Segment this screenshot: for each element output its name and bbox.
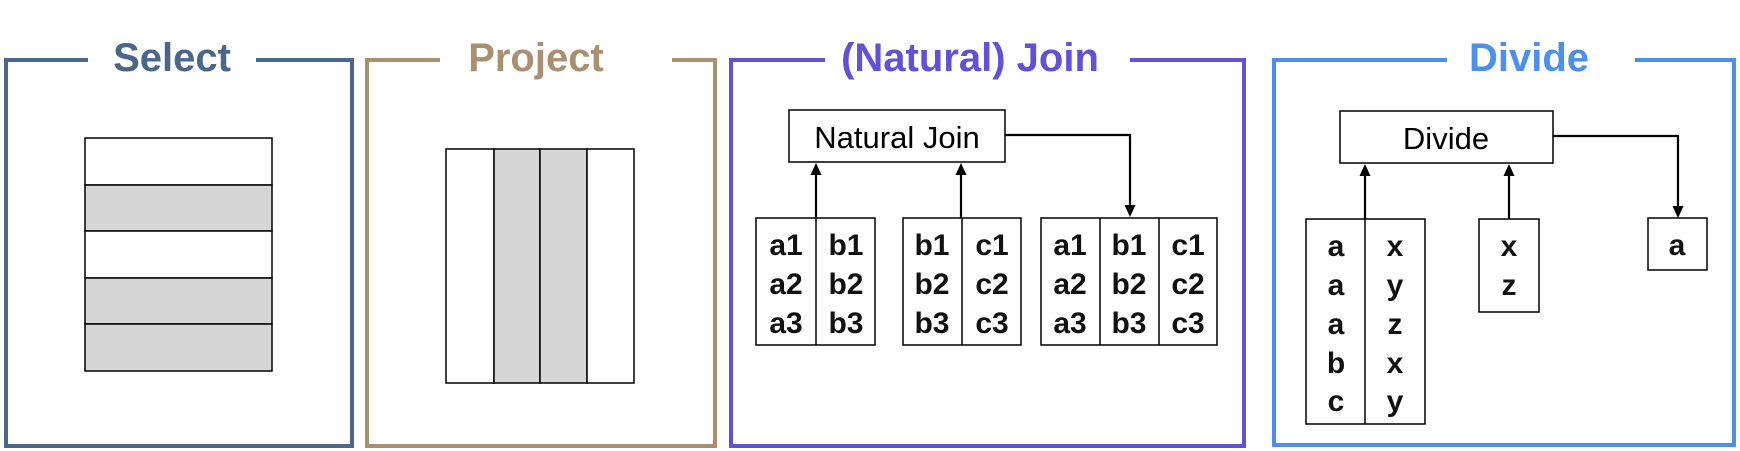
table-cell: x [1387, 230, 1404, 263]
divide-divisor-table: x z [1478, 218, 1540, 313]
table-cell: a3 [1053, 307, 1086, 340]
table-cell: b2 [828, 268, 863, 301]
divide-dividend-table: a a a b c x y z x y [1305, 218, 1426, 425]
table-cell: a3 [769, 307, 802, 340]
project-column-1 [445, 148, 495, 384]
table-cell: z [1388, 308, 1403, 341]
natural-join-operator-label: Natural Join [814, 120, 979, 155]
join-result-table: a1 a2 a3 b1 b2 b3 c1 c2 c3 [1040, 217, 1218, 346]
table-cell: c2 [975, 268, 1008, 301]
select-row-5-selected [84, 323, 273, 372]
table-cell: y [1387, 269, 1404, 302]
table-cell: b1 [1111, 229, 1146, 262]
join-result-col-1: a1 a2 a3 [1053, 229, 1086, 340]
table-cell: b1 [828, 229, 863, 262]
join-input-table-2: b1 b2 b3 c1 c2 c3 [902, 217, 1022, 346]
select-panel: Select [4, 36, 354, 448]
project-column-4 [586, 148, 635, 384]
table-cell: c2 [1171, 268, 1204, 301]
divide-divisor-arrow-head [1503, 164, 1515, 176]
join-input-table-1: a1 a2 a3 b1 b2 b3 [755, 217, 876, 346]
select-row-4-selected [84, 277, 273, 325]
table-cell: c3 [1171, 307, 1204, 340]
select-row-2-selected [84, 184, 273, 232]
divide-panel-frame [1272, 58, 1736, 447]
join-output-arrow-head [1124, 205, 1136, 217]
table-cell: x [1387, 347, 1404, 380]
table-cell: z [1502, 269, 1517, 302]
table-cell: c1 [1171, 229, 1204, 262]
join-panel: (Natural) Join Natural Join a1 a2 a3 b1 … [729, 36, 1246, 448]
table-cell: a [1669, 229, 1686, 262]
table-cell: x [1501, 230, 1518, 263]
join-panel-frame [729, 58, 1246, 448]
join-result-col-2: b1 b2 b3 [1111, 229, 1146, 340]
join-table-1-col-1: a1 a2 a3 [769, 229, 802, 340]
table-cell: a1 [1053, 229, 1086, 262]
table-cell: a2 [1053, 268, 1086, 301]
project-column-3-projected [539, 148, 588, 384]
table-cell: b2 [1111, 268, 1146, 301]
divide-dividend-col-2: x y z x y [1387, 230, 1404, 418]
table-cell: a [1328, 230, 1345, 263]
project-column-2-projected [493, 148, 541, 384]
table-cell: b3 [828, 307, 863, 340]
table-cell: c1 [975, 229, 1008, 262]
join-table-1-col-2: b1 b2 b3 [828, 229, 863, 340]
join-input-2-arrow-head [955, 163, 967, 175]
divide-operator-label: Divide [1403, 121, 1489, 156]
project-panel-title: Project [468, 36, 604, 80]
divide-panel-title: Divide [1469, 36, 1589, 80]
select-panel-frame [4, 58, 354, 448]
table-cell: b1 [914, 229, 949, 262]
join-result-col-3: c1 c2 c3 [1171, 229, 1204, 340]
table-cell: y [1387, 385, 1404, 418]
table-cell: b3 [914, 307, 949, 340]
table-cell: a2 [769, 268, 802, 301]
table-cell: b3 [1111, 307, 1146, 340]
select-illustration-table [84, 137, 273, 372]
divide-operator-box: Divide [1339, 110, 1554, 164]
join-input-1-arrow-head [810, 163, 822, 175]
divide-output-arrow-head [1672, 206, 1684, 218]
divide-dividend-col-1: a a a b c [1327, 230, 1345, 418]
divide-dividend-arrow-head [1359, 164, 1371, 176]
project-illustration-table [445, 148, 635, 384]
join-output-connector [1005, 133, 1132, 206]
join-panel-title: (Natural) Join [841, 36, 1099, 80]
select-row-1 [84, 137, 273, 186]
divide-output-connector [1553, 134, 1680, 207]
table-cell: b2 [914, 268, 949, 301]
select-row-3 [84, 230, 273, 279]
project-panel-frame [365, 58, 717, 448]
table-cell: a [1328, 269, 1345, 302]
divide-panel: Divide Divide a a a b c x y z x [1272, 36, 1736, 447]
project-panel: Project [365, 36, 717, 448]
join-table-2-col-2: c1 c2 c3 [975, 229, 1008, 340]
join-table-2-col-1: b1 b2 b3 [914, 229, 949, 340]
select-panel-title: Select [113, 36, 231, 80]
table-cell: c [1328, 385, 1345, 418]
table-cell: a [1328, 308, 1345, 341]
natural-join-operator-box: Natural Join [788, 109, 1006, 163]
table-cell: c3 [975, 307, 1008, 340]
table-cell: a1 [769, 229, 802, 262]
table-cell: b [1327, 347, 1345, 380]
divide-result-table: a [1647, 217, 1708, 271]
